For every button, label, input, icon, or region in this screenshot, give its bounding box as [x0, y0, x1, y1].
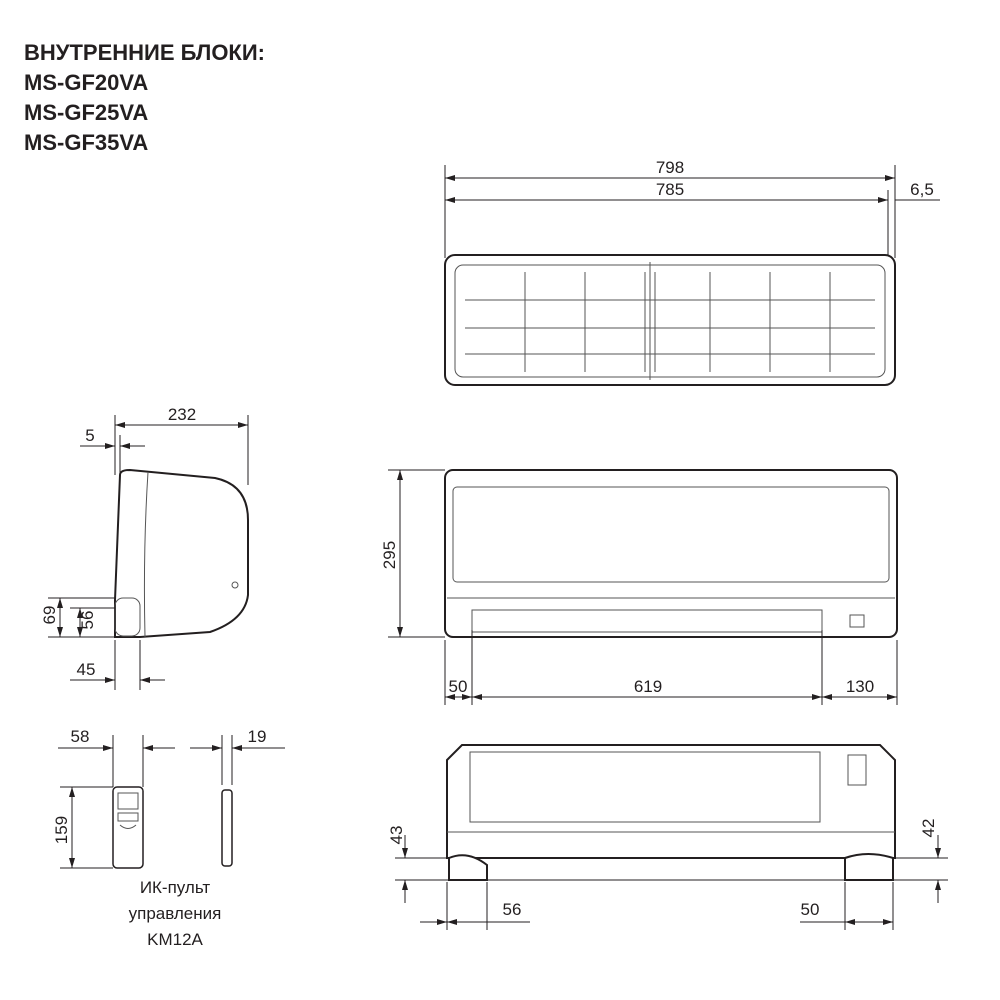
dim-height: 295 — [380, 541, 399, 569]
caption-line: ИК-пульт — [139, 878, 211, 897]
dim-left: 50 — [449, 677, 468, 696]
front-view: 295 50 619 130 — [380, 469, 898, 705]
dim-body-width: 785 — [656, 180, 684, 199]
dim-depth: 232 — [168, 405, 196, 424]
top-view: 798 785 6,5 — [444, 158, 940, 386]
dim-right-foot: 50 — [801, 900, 820, 919]
caption-line: управления — [128, 904, 222, 923]
dim-left-foot: 56 — [503, 900, 522, 919]
dim-right-height: 42 — [919, 819, 938, 838]
side-view: 232 5 69 56 45 — [40, 405, 249, 690]
dim-right: 130 — [846, 677, 874, 696]
title-heading: ВНУТРЕННИЕ БЛОКИ: — [24, 40, 266, 65]
dim-remote-height: 159 — [52, 816, 71, 844]
dim-overall-width: 798 — [656, 158, 684, 177]
dim-offset-side: 5 — [85, 426, 94, 445]
remote-caption: ИК-пульт управления KM12A — [95, 875, 255, 953]
dim-left-height: 43 — [387, 826, 406, 845]
model-name: MS-GF35VA — [24, 130, 149, 155]
dim-bottom-depth: 45 — [77, 660, 96, 679]
dim-offset: 6,5 — [910, 180, 934, 199]
caption-line: KM12A — [147, 930, 203, 949]
model-name: MS-GF25VA — [24, 100, 149, 125]
model-name: MS-GF20VA — [24, 70, 149, 95]
bottom-view: 43 42 56 50 — [387, 744, 948, 930]
title-block: ВНУТРЕННИЕ БЛОКИ: MS-GF20VA MS-GF25VA MS… — [24, 38, 265, 158]
dim-height-inner: 56 — [78, 611, 97, 630]
dim-remote-thickness: 19 — [248, 727, 267, 746]
dim-remote-width: 58 — [71, 727, 90, 746]
remote-controller: 58 19 159 — [52, 727, 285, 869]
dim-height-outer: 69 — [40, 606, 59, 625]
dim-middle: 619 — [634, 677, 662, 696]
